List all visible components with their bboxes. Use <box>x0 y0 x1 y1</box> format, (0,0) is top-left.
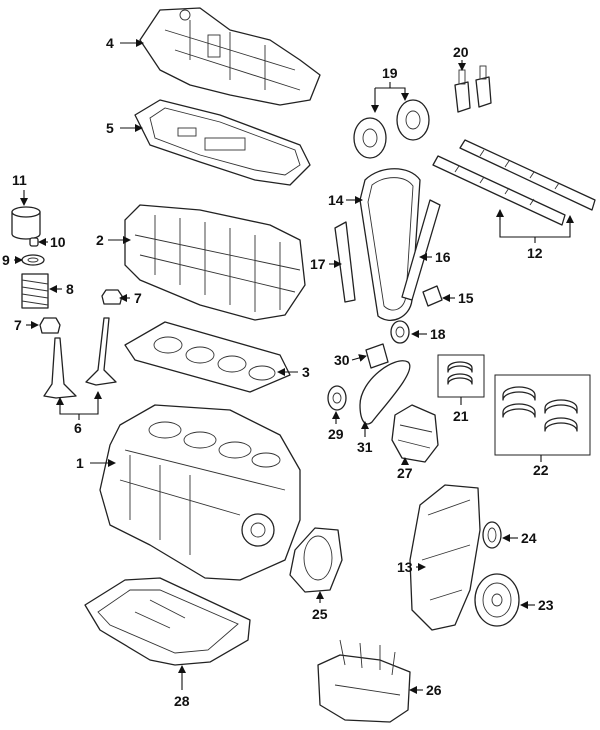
part-valve-keeper[interactable] <box>29 237 39 247</box>
part-camshaft-sprockets[interactable] <box>353 99 430 159</box>
callout-27: 27 <box>397 465 413 481</box>
part-tappet[interactable] <box>11 206 41 240</box>
callout-10: 10 <box>50 234 66 250</box>
part-timing-cover[interactable] <box>409 484 481 631</box>
part-valve-seal-left[interactable] <box>39 317 61 334</box>
callout-15: 15 <box>458 290 474 306</box>
callout-3: 3 <box>302 364 310 380</box>
callout-19: 19 <box>382 65 398 81</box>
callout-6: 6 <box>74 420 82 436</box>
callout-12: 12 <box>527 245 543 261</box>
part-valve-spring[interactable] <box>21 273 49 309</box>
part-chain-guide[interactable] <box>334 221 356 303</box>
part-vvt-solenoids[interactable] <box>454 65 492 113</box>
callout-13: 13 <box>397 559 413 575</box>
part-rod-bearings[interactable] <box>447 361 473 385</box>
part-main-bearings[interactable] <box>502 386 578 432</box>
part-engine-mount[interactable] <box>317 639 411 723</box>
callout-7b: 7 <box>14 317 22 333</box>
part-crank-pulley[interactable] <box>474 573 520 627</box>
part-oil-pump[interactable] <box>391 404 439 463</box>
callout-20: 20 <box>453 44 469 60</box>
part-valve-cover-gasket[interactable] <box>134 99 311 186</box>
callout-9: 9 <box>2 252 10 268</box>
callout-16: 16 <box>435 249 451 265</box>
part-cylinder-head[interactable] <box>124 204 306 321</box>
callout-25: 25 <box>312 606 328 622</box>
part-head-gasket[interactable] <box>124 321 291 393</box>
callout-26: 26 <box>426 682 442 698</box>
callout-labels: 1 2 3 4 5 6 7 7 8 9 10 11 12 13 14 15 16… <box>2 35 554 709</box>
part-front-seal[interactable] <box>482 521 502 549</box>
callout-1: 1 <box>76 455 84 471</box>
callout-2: 2 <box>96 232 104 248</box>
part-chain-tensioner[interactable] <box>422 285 443 307</box>
part-engine-block[interactable] <box>99 404 301 581</box>
callout-31: 31 <box>357 439 373 455</box>
part-valves[interactable] <box>43 317 117 399</box>
callout-14: 14 <box>328 192 344 208</box>
group-box-main-bearings <box>494 374 591 456</box>
callout-7a: 7 <box>134 290 142 306</box>
part-oil-pump-sprocket[interactable] <box>327 385 347 411</box>
callout-22: 22 <box>533 462 549 478</box>
part-spring-retainer[interactable] <box>21 254 45 266</box>
part-crank-sprocket[interactable] <box>390 320 410 344</box>
callout-21: 21 <box>453 408 469 424</box>
part-valve-seal-right[interactable] <box>101 289 123 305</box>
part-oil-pan[interactable] <box>84 577 251 666</box>
part-tensioner-arm[interactable] <box>401 199 441 301</box>
leader-lines <box>14 39 574 694</box>
callout-11: 11 <box>12 172 27 188</box>
callout-8: 8 <box>66 281 74 297</box>
callout-4: 4 <box>106 35 114 51</box>
part-camshafts[interactable] <box>432 139 596 226</box>
callout-23: 23 <box>538 597 554 613</box>
callout-5: 5 <box>106 120 114 136</box>
part-valve-cover[interactable] <box>139 7 321 106</box>
callout-30: 30 <box>334 352 350 368</box>
callout-17: 17 <box>310 256 326 272</box>
callout-18: 18 <box>430 326 446 342</box>
part-rear-seal-housing[interactable] <box>289 527 343 593</box>
part-oil-pump-tensioner[interactable] <box>365 343 389 369</box>
callout-29: 29 <box>328 426 344 442</box>
callout-24: 24 <box>521 530 537 546</box>
callout-28: 28 <box>174 693 190 709</box>
